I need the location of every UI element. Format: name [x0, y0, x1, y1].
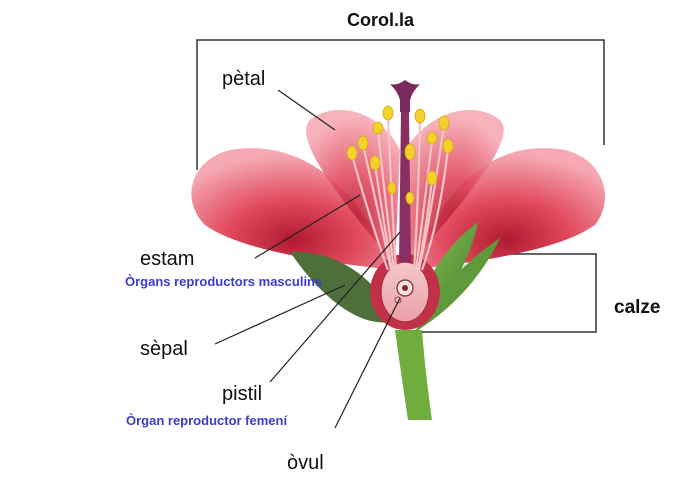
corolla-label: Corol.la: [347, 10, 414, 31]
pistil-note: Òrgan reproductor femení: [126, 413, 287, 428]
stamen-label: estam: [140, 248, 194, 271]
stem: [395, 330, 432, 420]
calyx-label: calze: [614, 297, 660, 319]
ovule-label: òvul: [287, 452, 324, 475]
ovule-core: [402, 285, 408, 291]
petal-label: pètal: [222, 68, 265, 91]
pistil-label: pistil: [222, 383, 262, 406]
style: [399, 112, 411, 262]
stamen-note: Òrgans reproductors masculins: [125, 274, 322, 289]
sepal-label: sèpal: [140, 338, 188, 361]
stigma: [390, 80, 420, 112]
